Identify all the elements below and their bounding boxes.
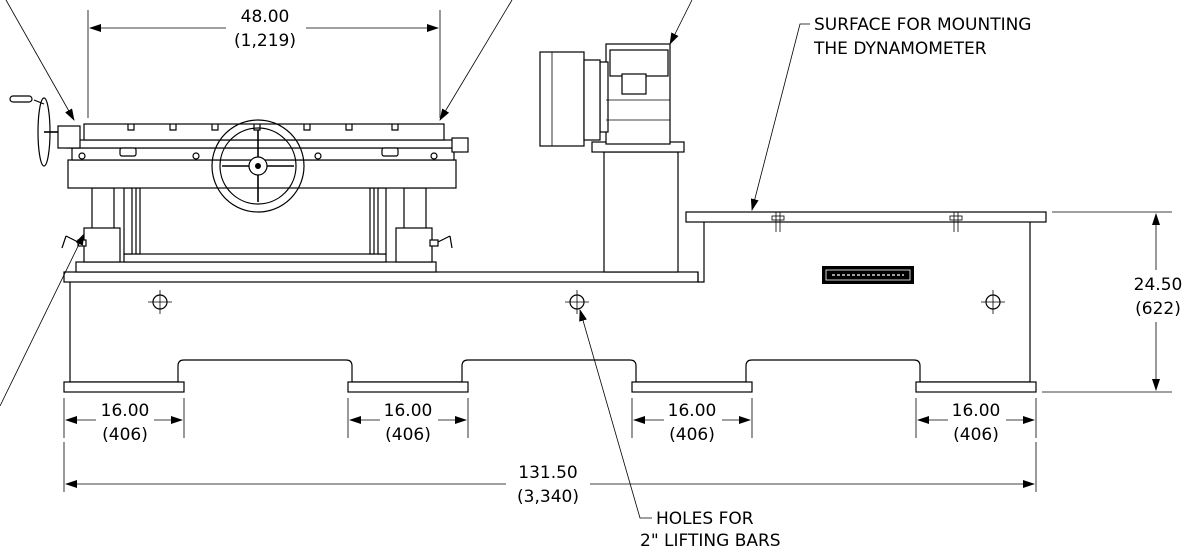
lifting-hole-left (148, 290, 172, 314)
callout-lifting-line2: 2" LIFTING BARS (640, 531, 781, 551)
handwheel (211, 119, 305, 213)
dim-foot-4-metric: (406) (953, 425, 999, 445)
base-frame (63, 211, 1047, 393)
slide-table-assembly (9, 95, 469, 273)
dim-top-length-metric: (1,219) (234, 31, 296, 51)
dim-foot-2-value: 16.00 (384, 401, 433, 421)
dim-overall-length: 131.50 (3,340) (63, 442, 1037, 510)
dim-foot-1-metric: (406) (102, 425, 148, 445)
callout-lifting-holes: HOLES FOR 2" LIFTING BARS (640, 509, 781, 551)
dim-height-value: 24.50 (1134, 275, 1183, 295)
callout-mounting-surface: SURFACE FOR MOUNTING THE DYNAMOMETER (813, 15, 1031, 59)
lifting-hole-right (981, 290, 1005, 314)
dim-foot-4-value: 16.00 (952, 401, 1001, 421)
callout-mounting-line1: SURFACE FOR MOUNTING (814, 15, 1031, 35)
callout-mounting-line2: THE DYNAMOMETER (813, 39, 987, 59)
dim-foot-1-value: 16.00 (101, 401, 150, 421)
dim-top-length-value: 48.00 (241, 7, 290, 27)
motor-assembly (539, 43, 685, 273)
nameplate (822, 266, 914, 284)
dim-overall-length-value: 131.50 (518, 463, 577, 483)
dim-feet: 16.00 (406) 16.00 (406) 16.00 (406) 16.0… (63, 398, 1037, 445)
dim-height-metric: (622) (1135, 299, 1181, 319)
dim-foot-3-metric: (406) (669, 425, 715, 445)
callout-lifting-line1: HOLES FOR (656, 509, 754, 529)
dim-foot-2-metric: (406) (385, 425, 431, 445)
dim-overall-length-metric: (3,340) (517, 487, 579, 507)
dim-foot-3-value: 16.00 (668, 401, 717, 421)
dim-height: 24.50 (622) (1042, 211, 1196, 393)
dim-top-length: 48.00 (1,219) (87, 6, 441, 118)
crank-handle (9, 95, 58, 167)
table-brackets (771, 212, 963, 232)
leader-lines (0, 0, 810, 519)
lifting-hole-center (565, 290, 589, 314)
carriage-bolts (78, 147, 438, 160)
